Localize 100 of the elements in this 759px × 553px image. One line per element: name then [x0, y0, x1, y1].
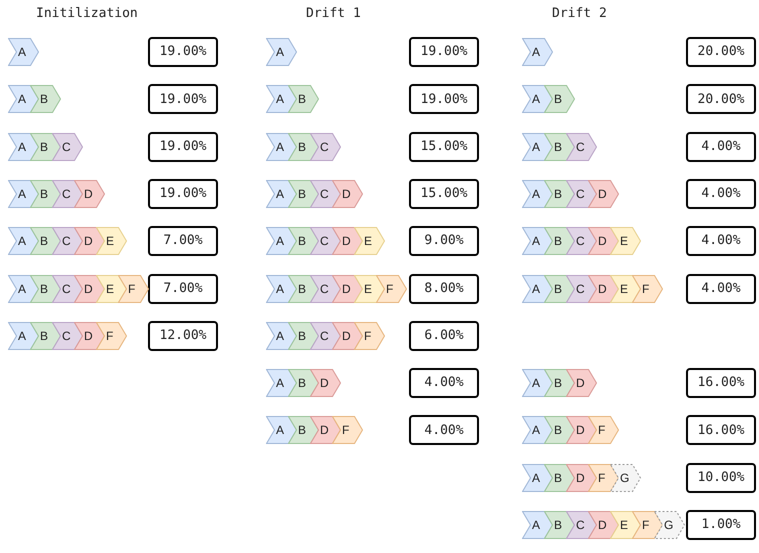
chevron-letter: C: [576, 138, 585, 155]
chevron-letter: F: [342, 422, 350, 438]
percentage-box: 1.00%: [686, 510, 756, 540]
chevron-letter: D: [342, 328, 351, 344]
chevron-letter: B: [40, 91, 48, 108]
percentage-box: 20.00%: [686, 84, 756, 114]
chevron-letter: B: [40, 186, 48, 202]
chevron-letter: D: [84, 280, 93, 296]
percentage-box: 10.00%: [686, 462, 756, 493]
chevron-letter: D: [576, 422, 585, 438]
percentage-box: 4.00%: [409, 415, 479, 446]
chevron-letter: D: [342, 233, 351, 250]
chevron-letter: A: [276, 280, 284, 296]
chevron-letter: B: [40, 138, 48, 155]
percentage-box: 19.00%: [409, 84, 479, 114]
chevron-letter: B: [298, 186, 306, 202]
chevron-letter: C: [62, 186, 71, 202]
chevron-letter: A: [532, 138, 540, 155]
chevron-letter: A: [18, 186, 26, 202]
chevron-letter: F: [106, 328, 114, 344]
column-title: Drift 1: [306, 5, 361, 23]
percentage-box: 9.00%: [409, 226, 479, 256]
chevron-letter: B: [298, 328, 306, 344]
chevron-letter: A: [18, 44, 26, 60]
chevron-letter: D: [598, 186, 607, 202]
chevron-letter: B: [40, 233, 48, 250]
chevron-letter: D: [342, 186, 351, 202]
chevron-letter: D: [598, 517, 607, 533]
chevron-letter: B: [298, 375, 306, 392]
chevron-letter: C: [576, 186, 585, 202]
chevron-letter: D: [598, 280, 607, 296]
chevron-letter: G: [664, 517, 674, 533]
percentage-box: 15.00%: [409, 178, 479, 209]
chevron-letter: A: [532, 186, 540, 202]
chevron-letter: F: [386, 280, 394, 296]
chevron-letter: F: [598, 470, 606, 486]
percentage-box: 19.00%: [148, 132, 218, 162]
chevron-letter: C: [320, 186, 329, 202]
chevron-letter: F: [364, 328, 372, 344]
chevron-letter: B: [298, 138, 306, 155]
percentage-box: 16.00%: [686, 415, 756, 446]
chevron-letter: C: [576, 280, 585, 296]
percentage-box: 8.00%: [409, 274, 479, 304]
chevron-letter: E: [106, 280, 114, 296]
chevron-letter: A: [532, 280, 540, 296]
percentage-box: 4.00%: [409, 368, 479, 398]
chevron-letter: A: [532, 233, 540, 250]
chevron-letter: C: [320, 280, 329, 296]
percentage-box: 6.00%: [409, 320, 479, 351]
chevron-letter: B: [554, 280, 562, 296]
chevron-letter: E: [620, 233, 628, 250]
chevron-letter: E: [364, 280, 372, 296]
chevron-letter: B: [554, 470, 562, 486]
chevron-letter: C: [62, 233, 71, 250]
chevron-letter: A: [532, 470, 540, 486]
chevron-letter: C: [62, 138, 71, 155]
chevron-letter: D: [84, 328, 93, 344]
chevron-letter: A: [276, 91, 284, 108]
chevron-letter: B: [298, 280, 306, 296]
chevron-letter: F: [642, 517, 650, 533]
chevron-letter: A: [18, 328, 26, 344]
percentage-box: 16.00%: [686, 368, 756, 398]
chevron-letter: F: [598, 422, 606, 438]
chevron-letter: D: [598, 233, 607, 250]
chevron-letter: D: [84, 233, 93, 250]
chevron-letter: B: [298, 91, 306, 108]
percentage-box: 19.00%: [409, 37, 479, 67]
chevron-letter: A: [276, 328, 284, 344]
chevron-letter: C: [576, 517, 585, 533]
chevron-letter: A: [532, 375, 540, 392]
chevron-letter: B: [40, 280, 48, 296]
chevron-letter: A: [532, 517, 540, 533]
chevron-letter: A: [276, 422, 284, 438]
percentage-box: 4.00%: [686, 226, 756, 256]
chevron-letter: E: [364, 233, 372, 250]
chevron-letter: D: [84, 186, 93, 202]
column-title: Drift 2: [552, 5, 607, 23]
chevron-letter: C: [62, 328, 71, 344]
percentage-box: 19.00%: [148, 178, 218, 209]
chevron-letter: A: [18, 138, 26, 155]
chevron-letter: C: [320, 233, 329, 250]
chevron-letter: B: [298, 233, 306, 250]
chevron-letter: A: [276, 375, 284, 392]
column-title: Initilization: [36, 5, 138, 23]
chevron-letter: A: [532, 91, 540, 108]
percentage-box: 4.00%: [686, 274, 756, 304]
chevron-letter: B: [554, 186, 562, 202]
chevron-letter: E: [620, 517, 628, 533]
percentage-box: 15.00%: [409, 132, 479, 162]
chevron-letter: B: [40, 328, 48, 344]
chevron-letter: B: [298, 422, 306, 438]
chevron-letter: B: [554, 138, 562, 155]
percentage-box: 7.00%: [148, 274, 218, 304]
chevron-letter: E: [620, 280, 628, 296]
chevron-letter: F: [642, 280, 650, 296]
chevron-letter: B: [554, 91, 562, 108]
chevron-letter: D: [576, 375, 585, 392]
chevron-letter: D: [576, 470, 585, 486]
chevron-letter: B: [554, 422, 562, 438]
percentage-box: 4.00%: [686, 178, 756, 209]
